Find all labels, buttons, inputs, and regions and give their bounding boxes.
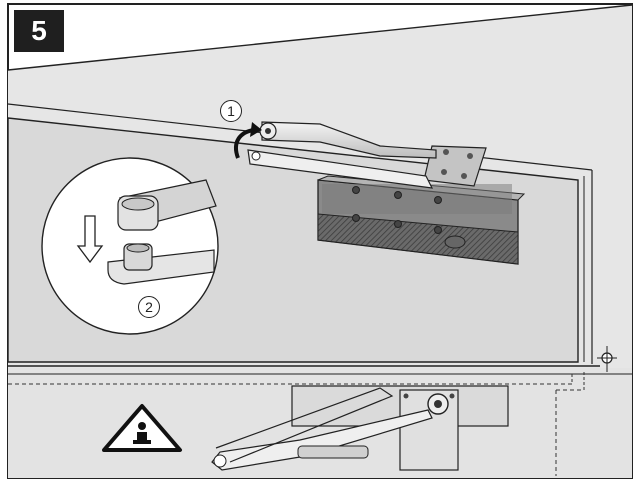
info-warning-icon [102,404,182,452]
closer-arm-assembly [247,121,437,189]
mounting-bracket [423,145,487,187]
arrow-down-icon [76,215,104,264]
crosshair-icon [597,346,617,372]
callout-1: 1 [220,100,242,122]
step-number-badge: 5 [14,10,64,52]
callout-2: 2 [138,296,160,318]
closer-top-view [211,387,459,471]
rotate-arrow-head [250,122,262,137]
rotate-arrow-icon [234,128,255,159]
detail-zoom-circle [41,157,219,335]
door-closer-body [317,175,526,265]
